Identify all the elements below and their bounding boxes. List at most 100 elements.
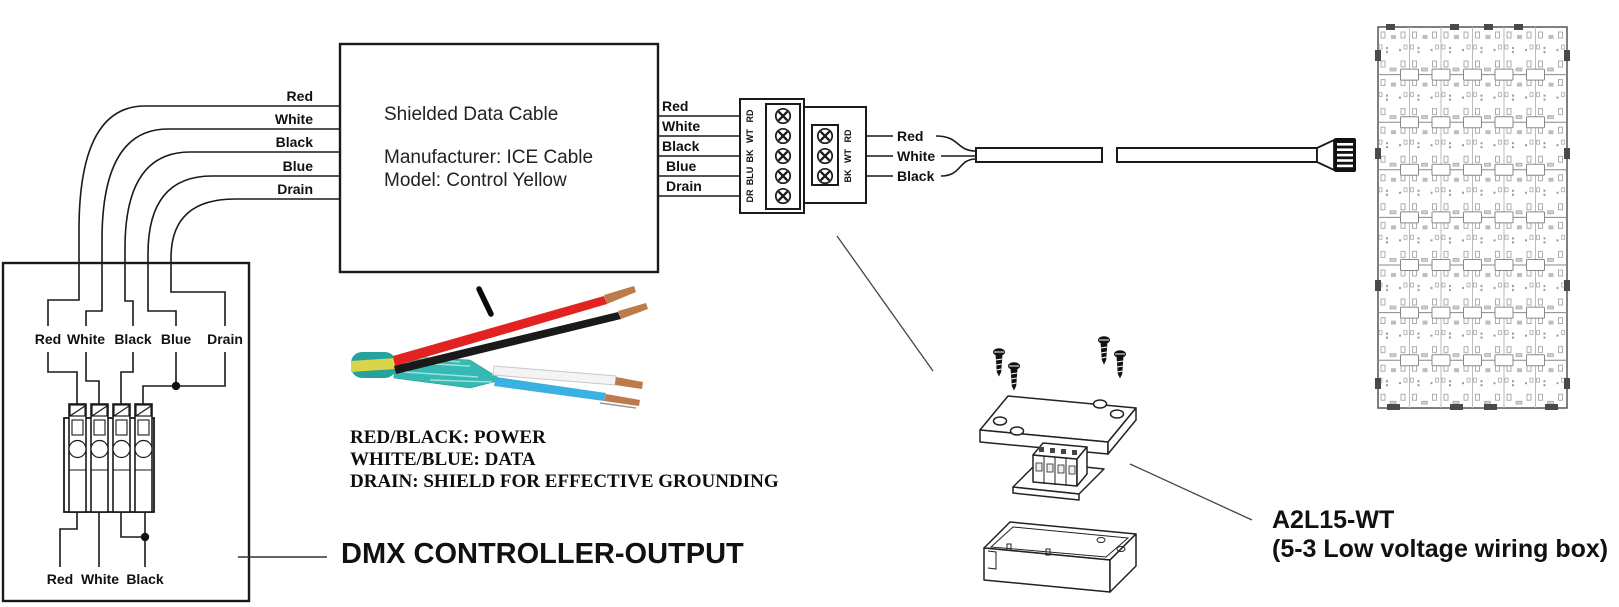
dmx-drop-black (120, 352, 134, 404)
screw-terminal-bk-in (774, 147, 792, 165)
dmx-controller-box: Red White Black Blue Drain Red White Bla… (1, 261, 251, 603)
shielded-cable-box: Shielded Data Cable Manufacturer: ICE Ca… (338, 42, 660, 274)
lid-hole-4 (1109, 409, 1125, 419)
panel-tab-right (1564, 280, 1570, 291)
pen-mark (476, 286, 494, 317)
feed-label-red: Red (287, 88, 313, 104)
base-boss-2 (1116, 546, 1126, 552)
dmx-wire-black-in (124, 263, 134, 326)
pin-label-bk-out: BK (843, 169, 853, 182)
wiring-box-model: A2L15-WT (1272, 506, 1394, 534)
dmx-label-black: Black (114, 331, 152, 347)
black-conductor (394, 312, 621, 374)
screw-terminal-rd-out (816, 127, 834, 145)
dmx-out-red (59, 512, 78, 567)
panel-tab-left (1375, 50, 1381, 61)
panel-solder-pad (1526, 354, 1545, 367)
panel-solder-pad (1463, 306, 1482, 319)
clamp-terminal-3 (112, 403, 131, 513)
connector-flare (1316, 138, 1335, 172)
pin-label-wt-out: WT (843, 149, 853, 163)
panel-solder-pad (1431, 354, 1451, 367)
junction-dot-blue-drain (171, 381, 181, 391)
dmx-label-white: White (67, 331, 105, 347)
panel-solder-pad (1431, 259, 1451, 271)
dmx-bottom-label-white: White (81, 571, 119, 587)
panel-solder-pad (1463, 163, 1482, 176)
dmx-out-black-jog (120, 512, 145, 538)
feed-label-black: Black (276, 134, 314, 150)
out-label-white: White (662, 118, 700, 134)
screw-icon-4 (1113, 349, 1127, 380)
feed-label-drain: Drain (277, 181, 313, 197)
black-copper-tip (618, 303, 648, 319)
jacket-stripe (351, 358, 396, 372)
pin-label-wt-in: WT (745, 129, 755, 143)
panel-solder-pad (1400, 211, 1419, 224)
panel-solder-pad (1431, 68, 1451, 81)
pin-label-rd-in: RD (745, 109, 755, 122)
screw-terminal-rd-in (774, 107, 792, 125)
panel-solder-pad (1431, 211, 1451, 224)
panel-solder-pad (1494, 211, 1514, 224)
out-label-red: Red (662, 98, 688, 114)
pin-label-bk-in: BK (745, 149, 755, 162)
panel-tab-bottom (1450, 404, 1463, 410)
dmx-drop-red (47, 352, 78, 404)
screw-icon-2 (1007, 361, 1021, 392)
feed-label-white: White (275, 111, 313, 127)
out-label-blue: Blue (666, 158, 697, 174)
screw-terminal-blu-in (774, 167, 792, 185)
legend-ground: DRAIN: SHIELD FOR EFFECTIVE GROUNDING (350, 471, 779, 492)
feed-wire-drain (170, 198, 340, 263)
screw-terminal-bk-out (816, 167, 834, 185)
panel-solder-pad (1400, 354, 1419, 367)
panel-tab-bottom (1387, 404, 1400, 410)
panel-tab-bottom (1545, 404, 1558, 410)
panel-tab-top (1514, 24, 1523, 30)
panel-solder-pad (1494, 306, 1514, 319)
panel-tab-top (1450, 24, 1459, 30)
dmx-bottom-label-black: Black (126, 571, 164, 587)
panel-solder-pad (1526, 116, 1545, 129)
feed-wire-white (101, 128, 340, 263)
led-label-black: Black (897, 168, 935, 184)
panel-solder-pad (1400, 306, 1419, 319)
dmx-caption: DMX CONTROLLER-OUTPUT (341, 538, 744, 570)
pin-label-blu-in: BLU (745, 167, 755, 186)
feed-wire-black (124, 151, 340, 263)
cable-box-model: Model: Control Yellow (384, 170, 567, 191)
lid-hole-1 (992, 416, 1008, 426)
led-wire-black-b (940, 158, 977, 177)
panel-tab-right (1564, 50, 1570, 61)
legend-data: WHITE/BLUE: DATA (350, 449, 536, 470)
dmx-wire-drain-in (170, 263, 226, 326)
panel-solder-pad (1463, 211, 1482, 224)
red-conductor (393, 296, 607, 366)
panel-tab-right (1564, 378, 1570, 389)
dmx-drop-drain (142, 352, 226, 404)
wiring-box-description: (5-3 Low voltage wiring box) (1272, 535, 1608, 563)
cable-box-outline (338, 42, 660, 274)
led-panel (1375, 24, 1570, 410)
lid-hole-3 (1092, 399, 1108, 409)
pin-label-dr-in: DR (745, 189, 755, 202)
pin-label-rd-out: RD (843, 129, 853, 142)
clamp-terminal-4 (134, 403, 153, 513)
white-copper-tip (615, 377, 643, 389)
panel-solder-pad (1494, 116, 1514, 129)
cable-box-manufacturer: Manufacturer: ICE Cable (384, 147, 593, 168)
out-label-black: Black (662, 138, 700, 154)
cable-photo (351, 286, 648, 409)
feed-wires: Red White Black Blue Drain (78, 88, 340, 263)
panel-tab-top (1386, 24, 1395, 30)
blue-copper-tip (604, 394, 640, 406)
output-cable: Red White Black (866, 128, 1356, 184)
cable-segment-2 (1116, 147, 1318, 163)
panel-tab-left (1375, 280, 1381, 291)
panel-solder-pad (1400, 259, 1419, 271)
drain-strand (599, 402, 637, 409)
dmx-label-drain: Drain (207, 331, 243, 347)
